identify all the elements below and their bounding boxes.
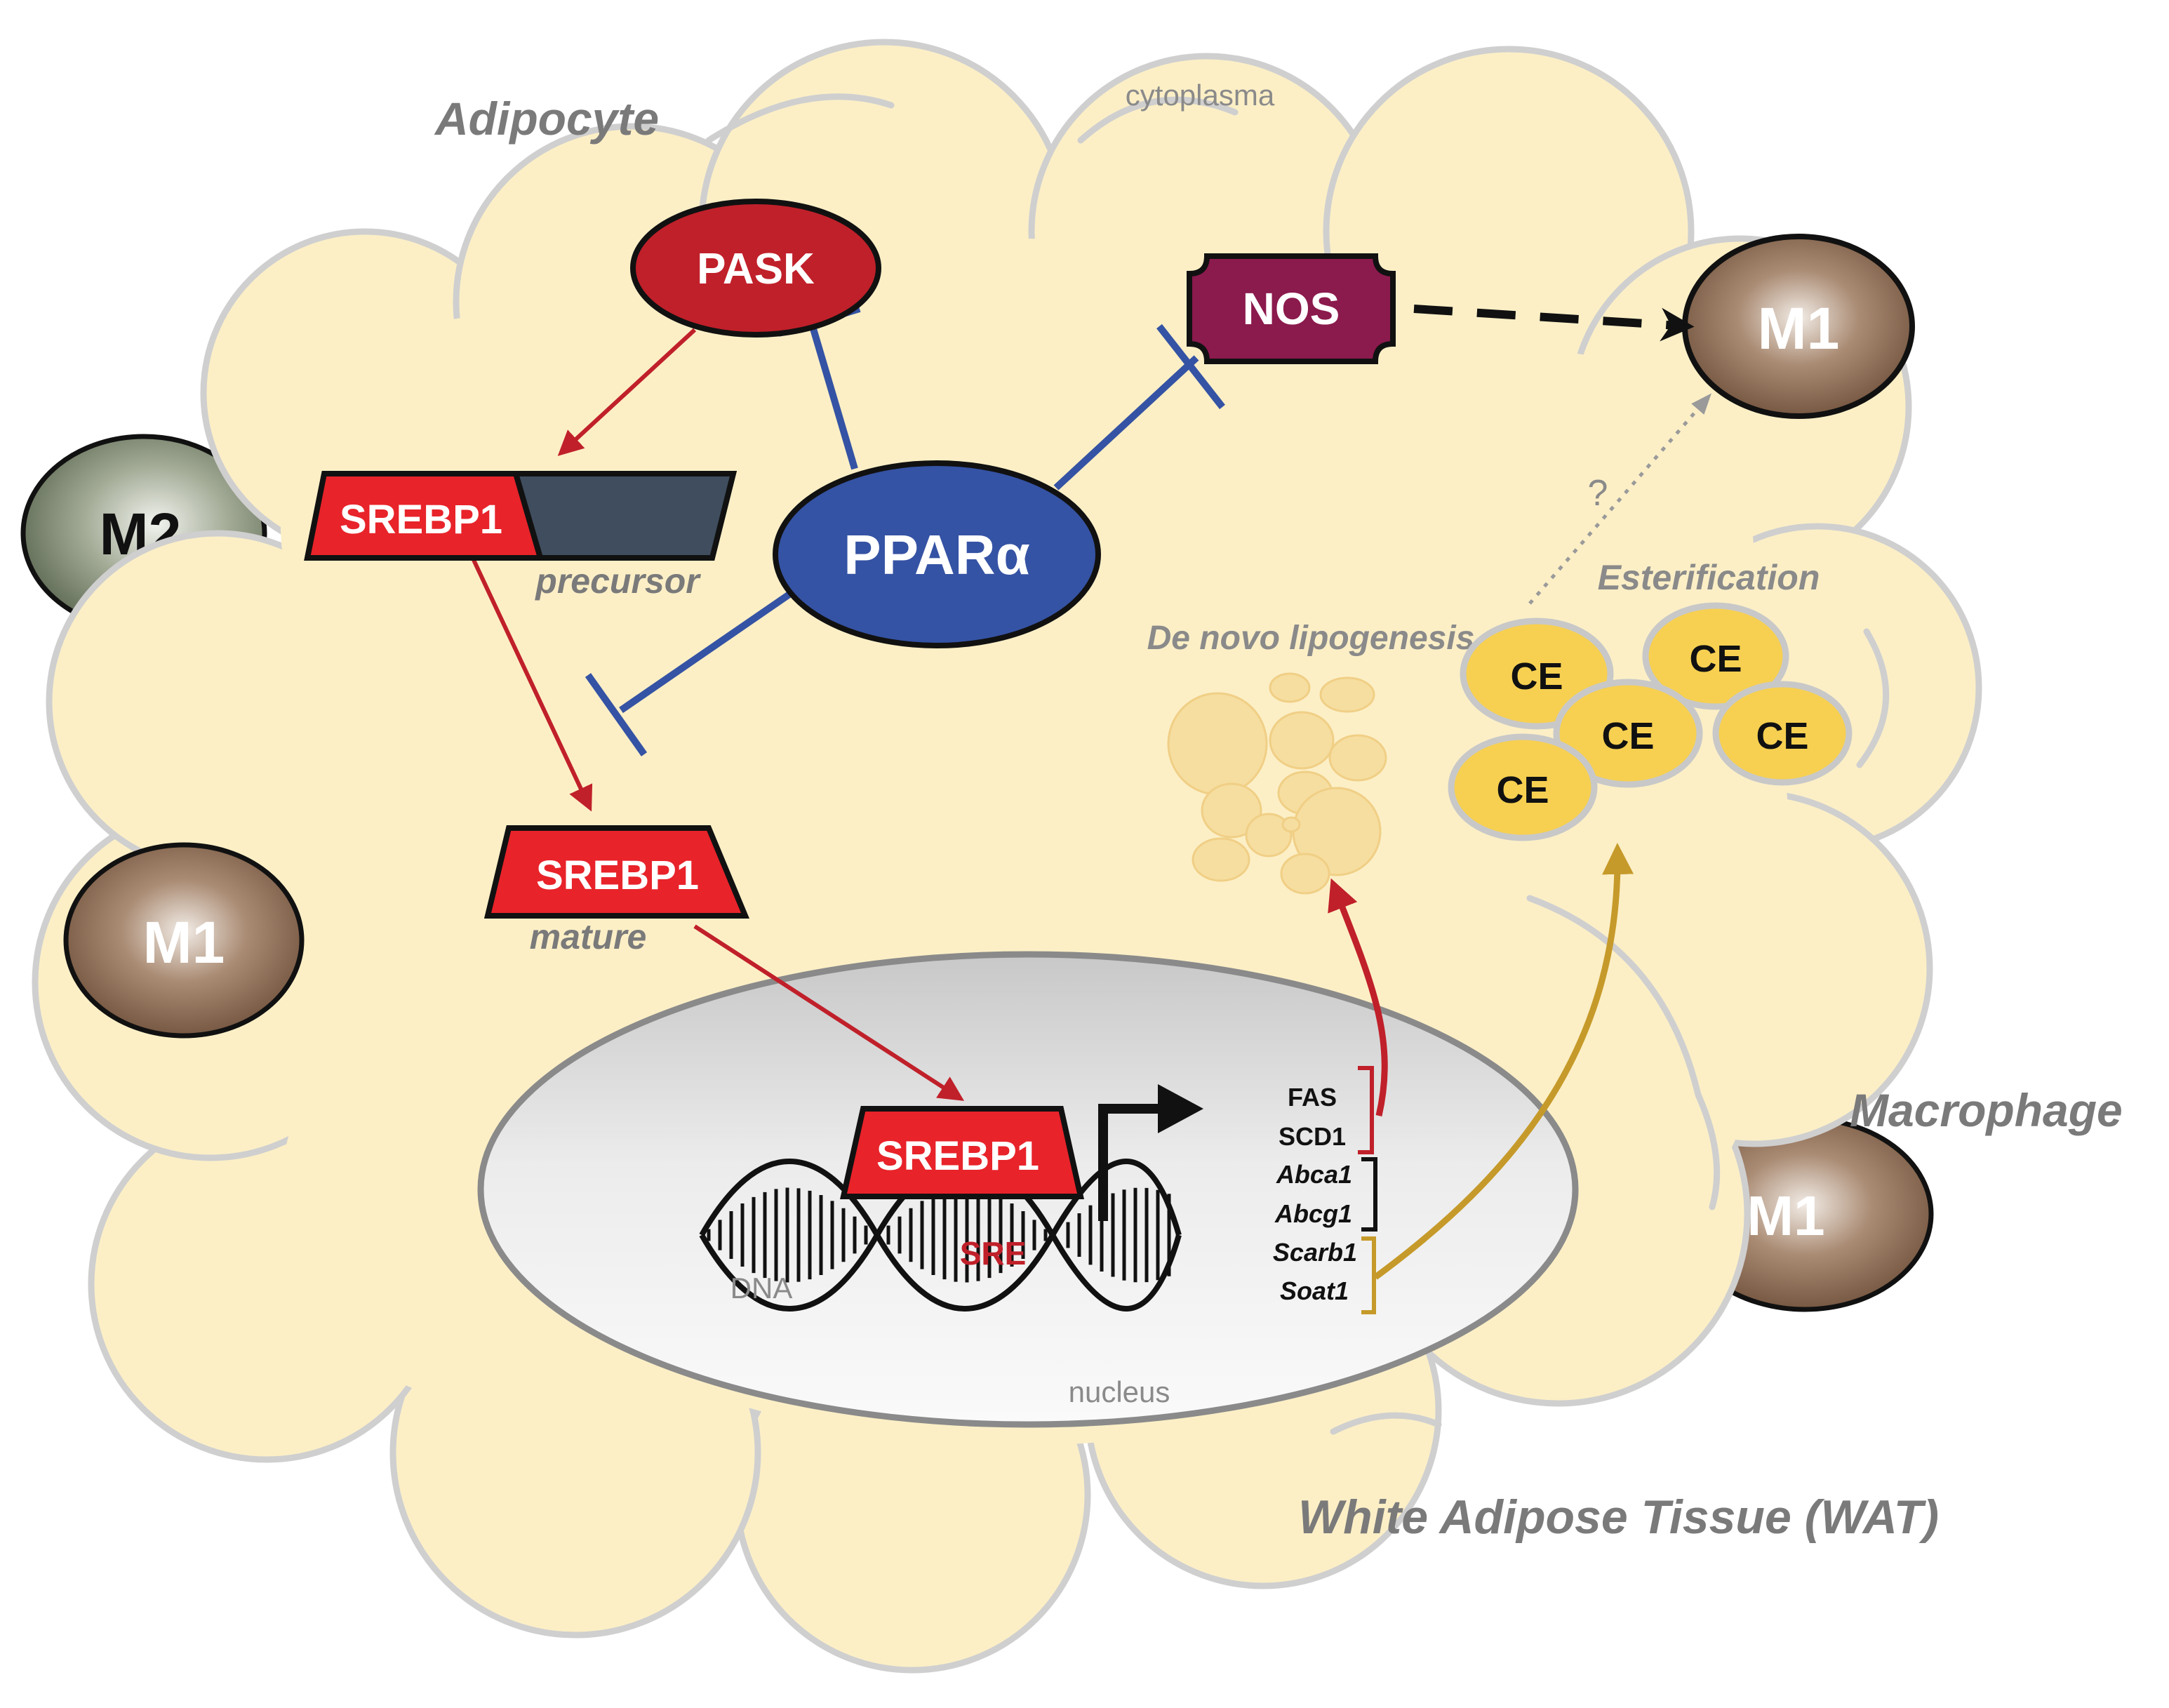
gene-abca1: Abca1 [1276, 1160, 1352, 1189]
m1-bottom-label: M1 [1747, 1185, 1824, 1247]
inhibition-ppar-nos [1053, 323, 1225, 491]
ce-label: CE [1510, 655, 1563, 698]
precursor-label: precursor [534, 561, 701, 601]
lipid-droplets [1167, 672, 1387, 895]
wat-label: White Adipose Tissue (WAT) [1298, 1490, 1939, 1544]
adipocyte-label: Adipocyte [434, 93, 659, 145]
arrow-ce-to-m1 [1528, 393, 1711, 605]
gene-fas: FAS [1288, 1083, 1337, 1112]
arrow-esterification [1373, 843, 1634, 1280]
arrow-mature-to-nucleus [693, 924, 965, 1101]
dna-helix-icon [699, 1159, 1182, 1312]
ce-label: CE [1689, 638, 1742, 680]
arrow-pask-to-srebp1 [557, 328, 697, 456]
bracket-gold [1361, 1236, 1376, 1314]
pask-label: PASK [697, 245, 815, 293]
bracket-red [1358, 1066, 1374, 1154]
arrow-precursor-to-mature [472, 559, 593, 812]
arrow-lipogenesis [1328, 878, 1388, 1116]
ce-droplet: CE [1553, 679, 1703, 788]
ce-droplet: CE [1642, 602, 1789, 710]
ce-droplets: CE CE CE CE CE [1448, 602, 1853, 841]
ce-label: CE [1496, 769, 1549, 811]
macrophage-label: Macrophage [1850, 1084, 2123, 1136]
gene-abcg1: Abcg1 [1274, 1199, 1352, 1228]
cytoplasma-label: cytoplasma [1126, 79, 1275, 112]
bracket-black [1361, 1157, 1377, 1232]
ce-label: CE [1601, 715, 1654, 757]
m1-top-label: M1 [1758, 295, 1840, 361]
gene-list: FAS SCD1 Abca1 Abcg1 Scarb1 Soat1 [1273, 1066, 1377, 1314]
srebp1-nuclear: SREBP1 [840, 1106, 1084, 1199]
srebp1-mature: SREBP1 [483, 825, 749, 919]
gene-scarb1: Scarb1 [1273, 1238, 1357, 1267]
macrophage-m1-top: M1 [1682, 234, 1915, 419]
cell-seams [705, 93, 1890, 1435]
gene-scd1: SCD1 [1279, 1122, 1346, 1151]
nos-label: NOS [1243, 283, 1340, 334]
esterification-label: Esterification [1598, 558, 1820, 597]
inhibition-ppar-srebp [585, 586, 799, 756]
de-novo-lipogenesis-label: De novo lipogenesis [1147, 620, 1475, 657]
arrow-nos-to-m1 [1413, 305, 1695, 342]
srebp1-precursor: SREBP1 [304, 471, 738, 561]
srebp1-nuclear-label: SREBP1 [876, 1133, 1039, 1179]
transcription-start-arrow-icon [1098, 1084, 1203, 1221]
ce-droplet: CE [1712, 681, 1853, 786]
question-mark-label: ? [1588, 473, 1608, 514]
ppar-alpha-node: PPARα [773, 460, 1101, 648]
nucleus-label: nucleus [1069, 1375, 1170, 1408]
nos-node: NOS [1187, 253, 1396, 364]
ce-label: CE [1756, 715, 1808, 757]
sre-label: SRE [960, 1235, 1027, 1272]
macrophage-m1-left: M1 [63, 842, 305, 1039]
ce-droplet: CE [1448, 733, 1598, 841]
dna-label: DNA [730, 1272, 793, 1305]
m1-left-label: M1 [143, 909, 225, 975]
gene-soat1: Soat1 [1280, 1276, 1349, 1305]
mature-label: mature [530, 917, 647, 956]
srebp1-mature-label: SREBP1 [536, 853, 699, 898]
pask-node: PASK [630, 199, 881, 338]
ppar-alpha-label: PPARα [843, 523, 1030, 586]
srebp1-precursor-label: SREBP1 [340, 497, 502, 542]
